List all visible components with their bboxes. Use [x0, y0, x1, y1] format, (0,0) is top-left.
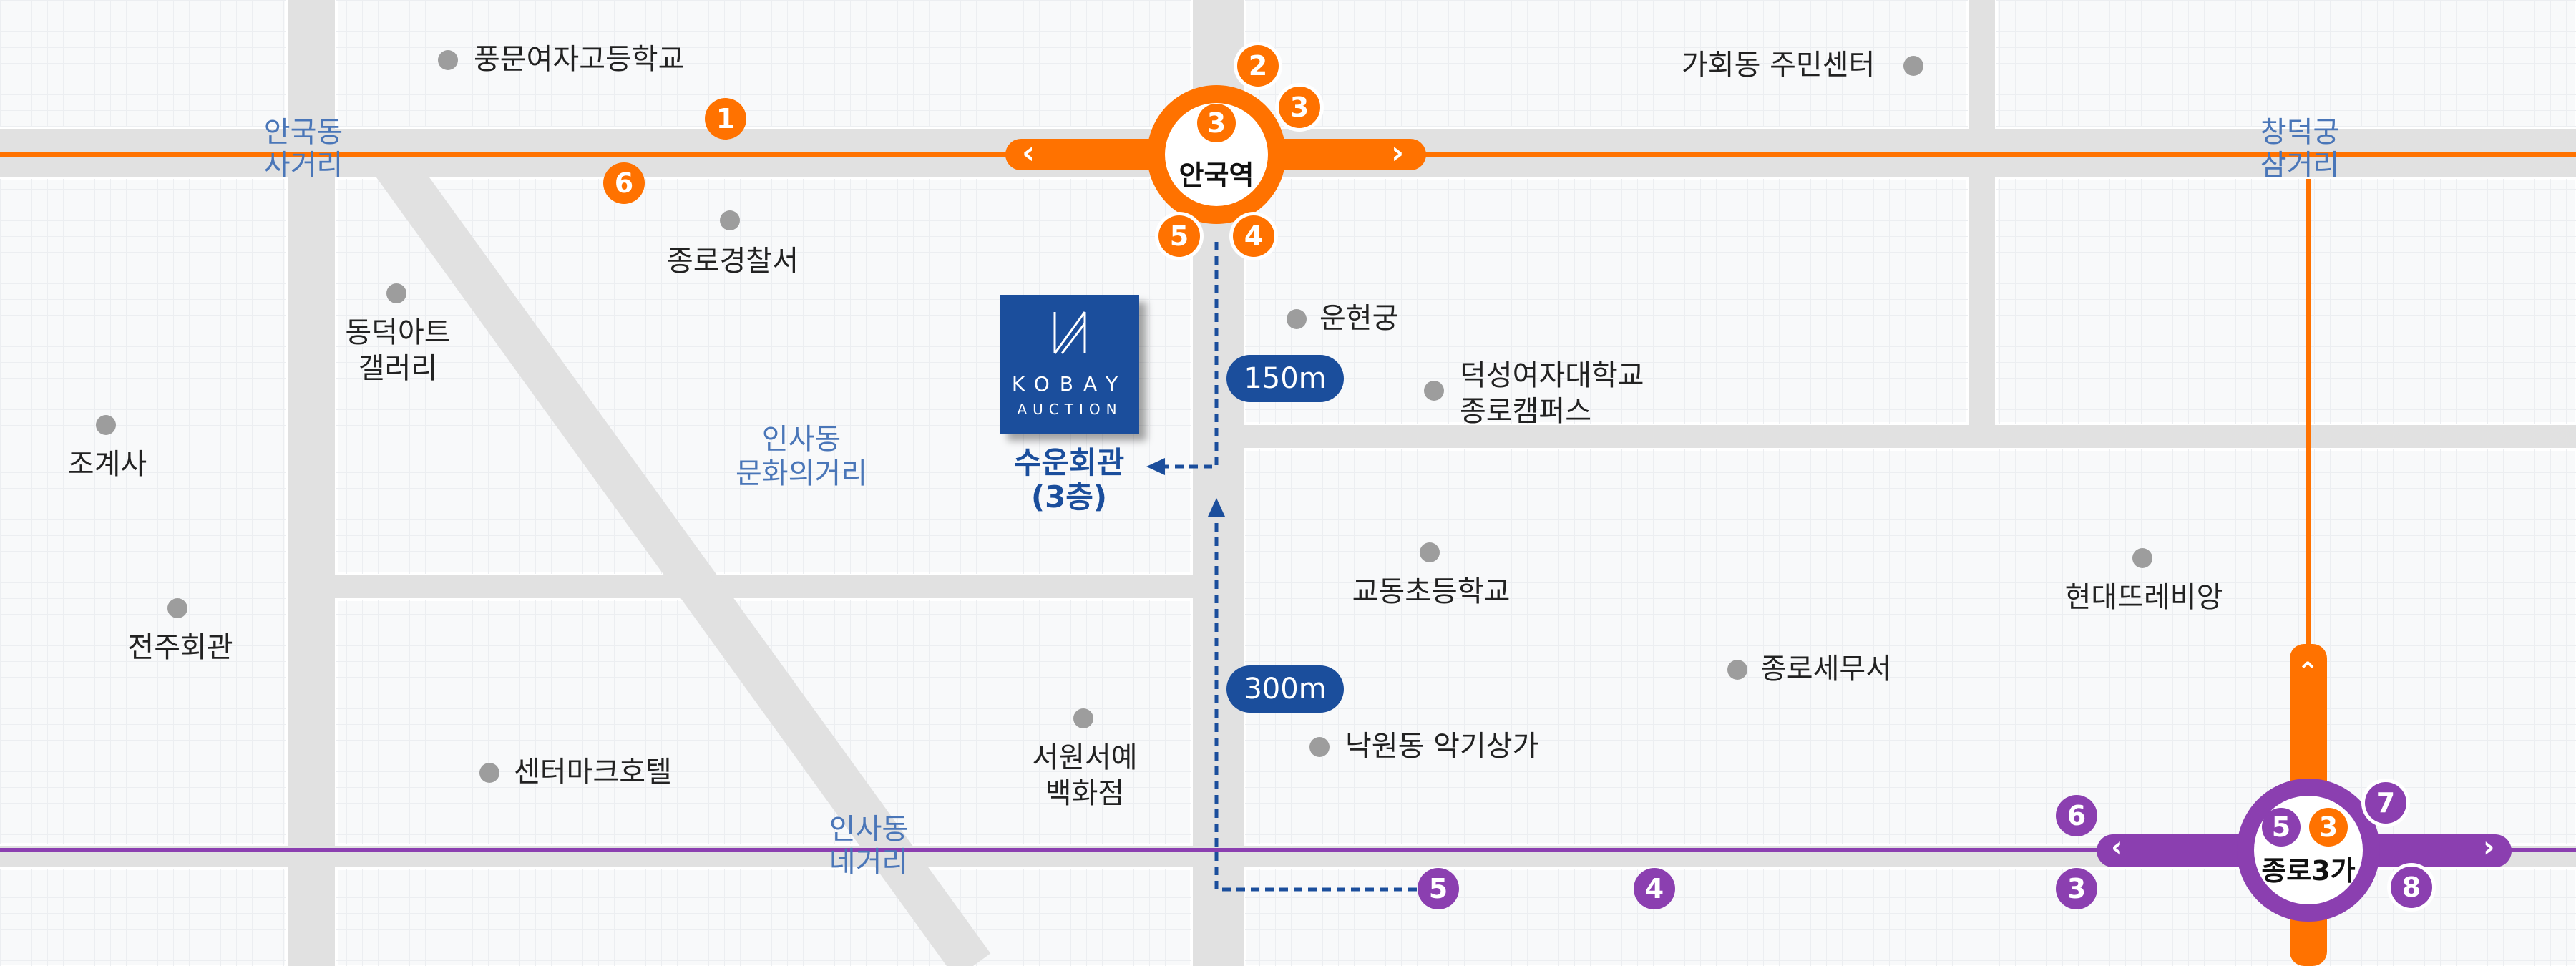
duksung-label: 덕성여자대학교 종로캠퍼스	[1460, 359, 1644, 428]
insadong-street-label: 인사동 문화의거리	[736, 423, 867, 490]
anguk-exit-2[interactable]: 2	[1237, 45, 1279, 87]
angukdong-intersection-label: 안국동 사거리	[263, 116, 343, 182]
jongno3ga-exit-7[interactable]: 7	[2365, 782, 2406, 824]
gahoe-label: 가회동 주민센터	[1682, 49, 1875, 82]
hyundai-label: 현대뜨레비앙	[2064, 581, 2223, 614]
kobay-logo: KOBAY AUCTION	[1000, 295, 1139, 434]
nakwon-dot	[1309, 737, 1330, 757]
line5-exit-5[interactable]: 5	[1418, 868, 1459, 909]
venue-name: 수운회관	[1013, 445, 1125, 480]
dongduk-label: 동덕아트 갤러리	[345, 316, 451, 385]
kobay-logo-bottom: AUCTION	[1017, 401, 1123, 418]
anguk-exit-5[interactable]: 5	[1158, 215, 1200, 257]
changdeokgung-intersection-label: 창덕궁 삼거리	[2260, 116, 2340, 182]
unhyeongung-label: 운현궁	[1319, 302, 1399, 335]
duksung-dot	[1424, 381, 1444, 401]
anguk-exit-6[interactable]: 6	[603, 162, 645, 204]
jongno3ga-station-name[interactable]: 종로3가	[2261, 855, 2356, 887]
anguk-exit-4[interactable]: 4	[1233, 215, 1274, 257]
jongno3ga-line3-badge: 3	[2309, 808, 2348, 847]
chevron-right-icon: ›	[2483, 831, 2495, 864]
anguk-station-name[interactable]: 안국역	[1179, 160, 1254, 191]
gahoe-dot	[1903, 56, 1923, 76]
jongro-tax-dot	[1727, 660, 1747, 680]
kobay-k-mark-icon	[1053, 311, 1086, 354]
gyodong-label: 교동초등학교	[1352, 575, 1511, 608]
hyundai-dot	[2132, 548, 2152, 568]
anguk-line3-badge: 3	[1197, 104, 1236, 142]
seowon-dot	[1073, 708, 1093, 728]
chevron-left-icon: ‹	[2111, 831, 2123, 864]
jongno3ga-exit-8[interactable]: 8	[2391, 867, 2432, 908]
anguk-exit-1[interactable]: 1	[705, 98, 746, 140]
jogyesa-label: 조계사	[67, 448, 147, 481]
anguk-exit-3[interactable]: 3	[1279, 87, 1320, 128]
kobay-logo-top: KOBAY	[1011, 372, 1128, 396]
pungmun-dot	[438, 50, 458, 70]
nakwon-label: 낙원동 악기상가	[1345, 730, 1539, 763]
centermark-dot	[479, 763, 499, 783]
seowon-label: 서원서예 백화점	[1032, 741, 1138, 810]
line5-exit-4[interactable]: 4	[1634, 868, 1675, 909]
chevron-up-icon: ⌃	[2297, 658, 2319, 687]
gyodong-dot	[1420, 542, 1440, 562]
pungmun-label: 풍문여자고등학교	[474, 43, 685, 76]
jeonju-dot	[167, 598, 187, 618]
distance-badge-300m: 300m	[1226, 665, 1344, 713]
distance-badge-150m: 150m	[1226, 355, 1344, 402]
jongno3ga-exit-3[interactable]: 3	[2056, 868, 2097, 909]
jongro-police-label: 종로경찰서	[667, 245, 799, 278]
insadong-negeori-label: 인사동 네거리	[829, 813, 909, 879]
jogyesa-dot	[96, 415, 116, 435]
centermark-label: 센터마크호텔	[514, 756, 672, 789]
jongro-tax-label: 종로세무서	[1760, 653, 1892, 686]
unhyeongung-dot	[1287, 309, 1307, 329]
jongno3ga-line5-badge: 5	[2262, 808, 2301, 847]
chevron-right-icon: ›	[1391, 135, 1405, 171]
jeonju-label: 전주회관	[127, 631, 233, 664]
jongno3ga-exit-6[interactable]: 6	[2056, 795, 2097, 836]
chevron-left-icon: ‹	[1022, 135, 1035, 171]
venue-floor: (3층)	[1030, 479, 1108, 514]
dongduk-dot	[386, 283, 406, 303]
jongro-police-dot	[720, 210, 740, 230]
